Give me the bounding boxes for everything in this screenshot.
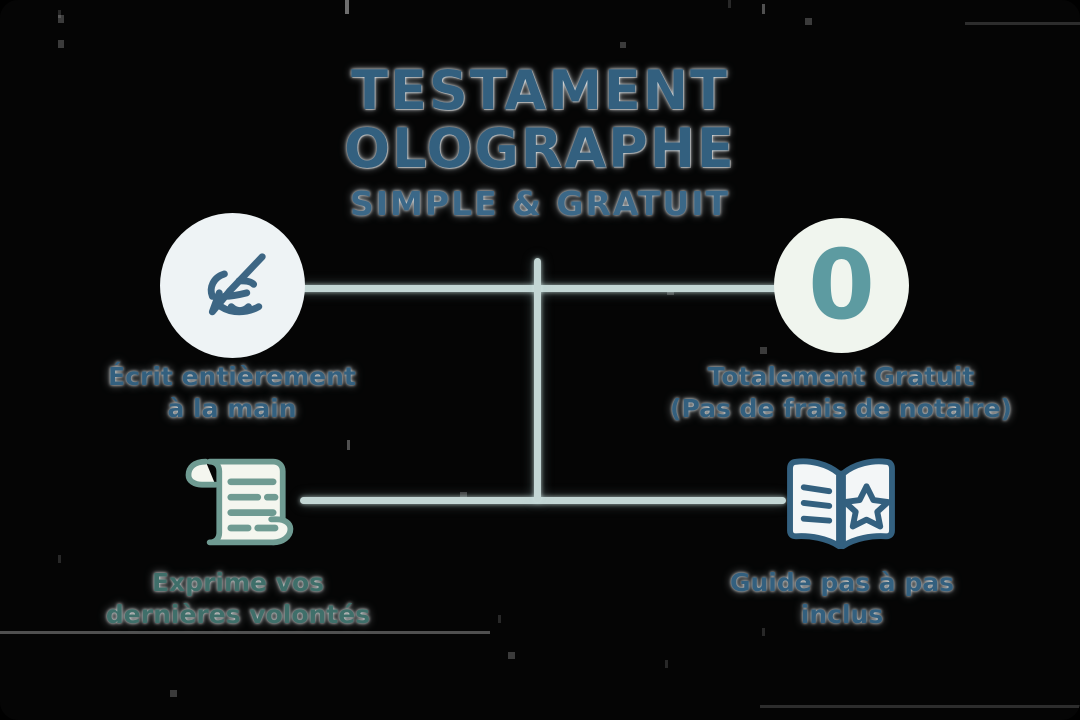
title-line-2: OLOGRAPHE <box>344 117 736 180</box>
connector-center-vertical <box>534 258 541 502</box>
title-line-1: TESTAMENT <box>351 59 729 122</box>
decor-spot-5 <box>508 652 515 659</box>
connector-bottom-horizontal <box>300 497 786 504</box>
scroll-document-icon <box>176 452 301 552</box>
free-circle-backdrop <box>774 218 909 353</box>
decor-dash-center-left-lower <box>347 440 350 690</box>
decor-dash-mid <box>498 615 501 710</box>
decor-line-bottom-right <box>760 705 1080 708</box>
decor-dash-right-lower <box>762 628 765 720</box>
decor-spot-6 <box>170 690 177 697</box>
hand-writing-pen-icon <box>190 243 276 329</box>
last-wishes-label: Exprime vos dernières volontés <box>105 568 371 629</box>
step-guide-label: Guide pas à pas inclus <box>729 568 954 629</box>
decor-dash-bottom-left <box>665 660 668 720</box>
decor-dash-left-lower <box>58 555 61 705</box>
decor-spot-4 <box>805 18 812 25</box>
handwriting-label: Écrit entièrement à la main <box>108 362 356 423</box>
zero-cost-icon: 0 <box>808 229 875 341</box>
connector-top-horizontal <box>296 285 788 292</box>
decor-line-upper-right <box>965 22 1080 25</box>
decor-line-bottom-left <box>0 631 490 634</box>
decor-spot-2 <box>58 40 64 48</box>
free-label: Totalement Gratuit (Pas de frais de nota… <box>670 362 1012 423</box>
decor-spot-1 <box>58 15 64 23</box>
title-block: TESTAMENT OLOGRAPHE SIMPLE & GRATUIT <box>0 62 1080 224</box>
decor-spot-3 <box>620 42 626 48</box>
open-book-star-icon <box>782 452 900 552</box>
decor-spot-9 <box>760 347 767 354</box>
title-subtitle: SIMPLE & GRATUIT <box>350 184 730 223</box>
